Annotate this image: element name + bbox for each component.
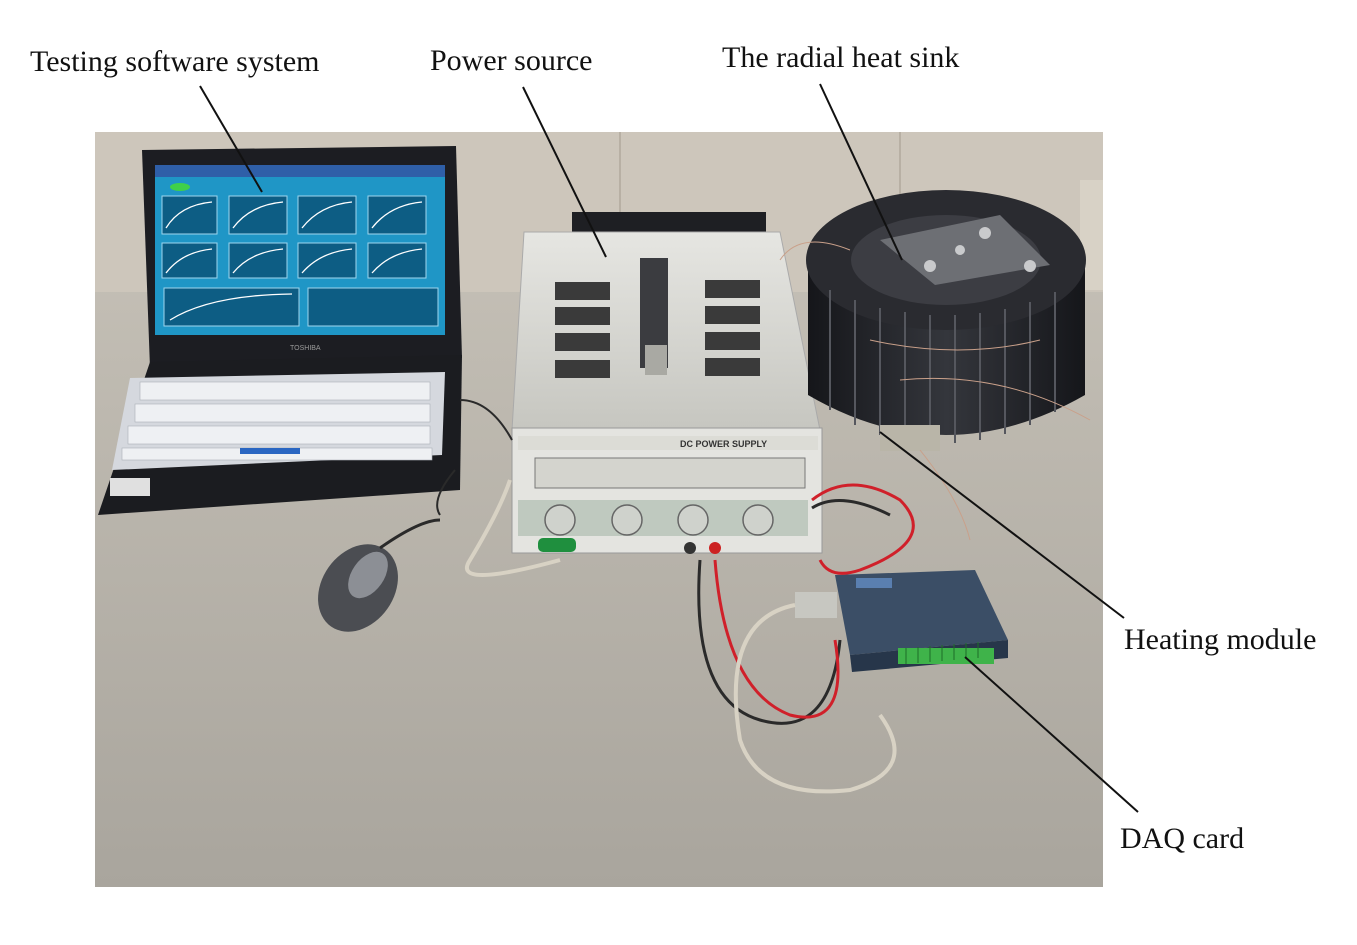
mouse xyxy=(318,518,441,632)
label-testing-software-system: Testing software system xyxy=(30,45,320,78)
daq-card xyxy=(795,570,1008,672)
psu-panel-label: DC POWER SUPPLY xyxy=(680,439,767,449)
label-daq-card: DAQ card xyxy=(1120,822,1245,855)
cables xyxy=(436,399,915,794)
label-radial-heat-sink: The radial heat sink xyxy=(722,41,960,74)
laptop: TOSHIBA xyxy=(98,146,462,515)
leader-lines xyxy=(199,83,1139,813)
radial-heat-sink xyxy=(779,190,1091,541)
laptop-brand: TOSHIBA xyxy=(290,345,321,352)
label-heating-module: Heating module xyxy=(1124,623,1317,656)
label-power-source: Power source xyxy=(430,44,593,77)
power-supply: DC POWER SUPPLY xyxy=(511,231,823,554)
rear-heat-sink xyxy=(572,212,766,234)
